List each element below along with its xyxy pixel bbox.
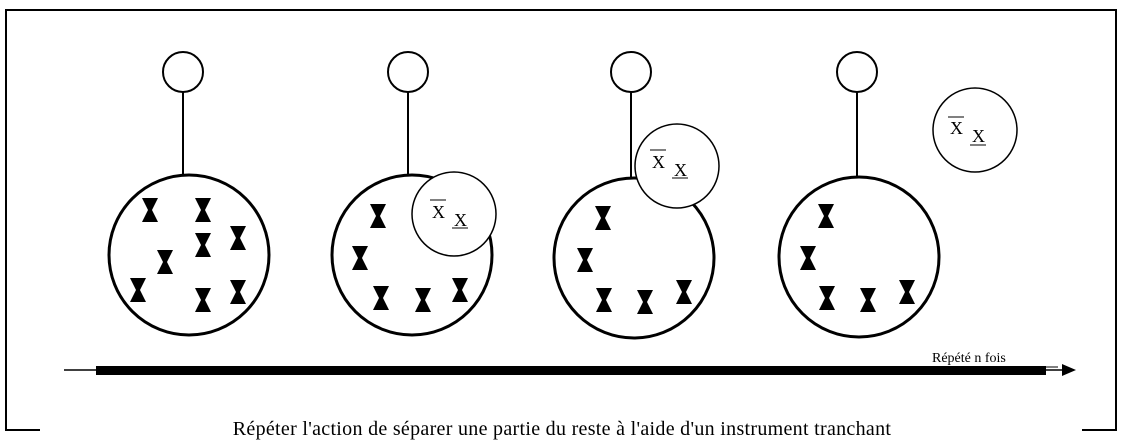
stage-2-piece (411, 171, 497, 257)
stage-2: X X (330, 51, 497, 337)
stage-3-head (610, 51, 652, 93)
svg-text:X: X (454, 210, 467, 230)
stage-2-piece-label: X (432, 202, 445, 222)
stage-4 (777, 51, 941, 339)
stage-4-head (836, 51, 878, 93)
time-axis: Répété n fois (64, 351, 1076, 376)
stage-1-body (107, 173, 271, 337)
frame-border (5, 9, 1117, 431)
stage-3-piece (634, 123, 720, 209)
stage-1 (107, 51, 271, 337)
stage-3-body (552, 176, 716, 340)
stage-2-head (387, 51, 429, 93)
caption: Répéter l'action de séparer une partie d… (0, 415, 1124, 444)
stage-1-head (162, 51, 204, 93)
svg-text:X: X (652, 152, 665, 172)
caption-text: Répéter l'action de séparer une partie d… (222, 418, 902, 440)
stage-4-body (777, 175, 941, 339)
svg-text:X: X (972, 126, 985, 146)
axis-label: Répété n fois (932, 351, 1006, 366)
detached-piece: X X (932, 87, 1018, 173)
svg-text:X: X (674, 160, 687, 180)
stage-3: X X (552, 51, 720, 340)
svg-text:X: X (950, 118, 963, 138)
